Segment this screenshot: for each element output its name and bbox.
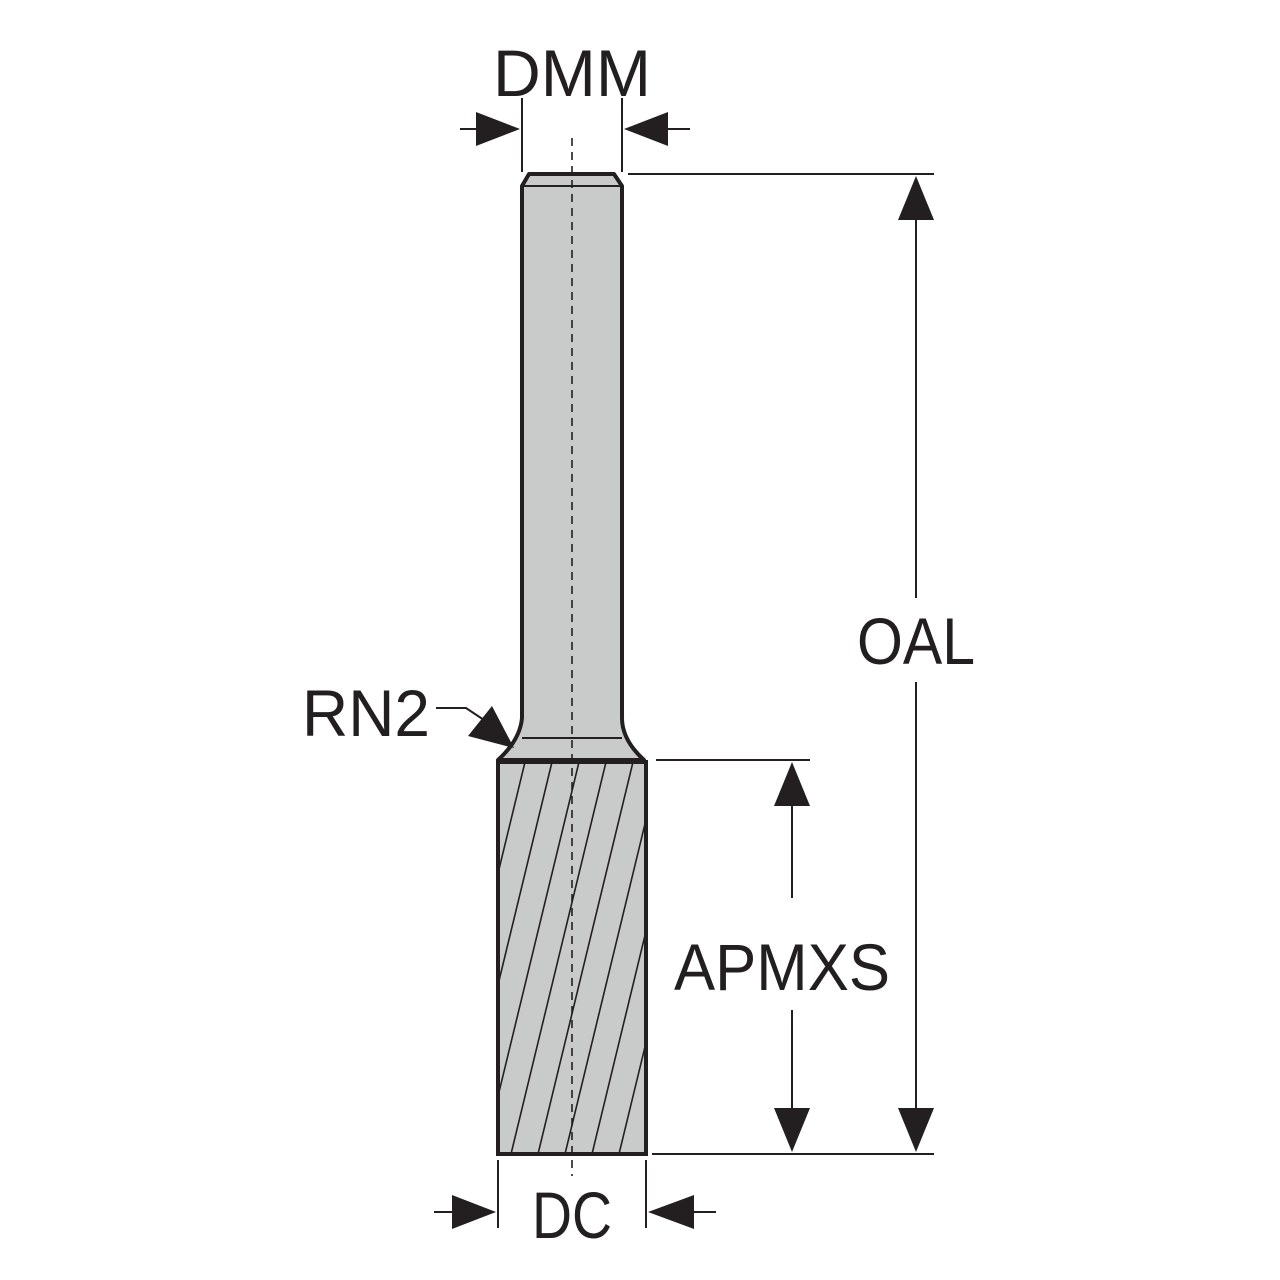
dmm-arrow-left (476, 112, 520, 146)
flute-line (498, 762, 553, 989)
flute-line (591, 927, 646, 1154)
dmm-arrow-right (624, 112, 668, 146)
flute-line (537, 762, 634, 1154)
apmxs-arrow-top (774, 762, 810, 806)
oal-dimension (628, 173, 934, 1155)
dc-arrow-left (452, 1195, 496, 1229)
dc-dimension (434, 1160, 716, 1229)
shank (496, 172, 646, 762)
apmxs-dimension (656, 759, 810, 1152)
flute-line (510, 762, 607, 1154)
rn2-callout (436, 706, 514, 748)
tool-body (496, 138, 648, 1176)
flute-line (618, 1039, 646, 1154)
oal-arrow-top (898, 176, 934, 220)
oal-label: OAL (857, 604, 975, 678)
dmm-label: DMM (493, 36, 651, 110)
apmxs-label: APMXS (674, 930, 890, 1004)
flute-line (498, 762, 526, 877)
dmm-dimension (460, 98, 690, 172)
apmxs-arrow-bottom (774, 1108, 810, 1152)
rn2-label: RN2 (302, 676, 430, 750)
oal-arrow-bottom (898, 1108, 934, 1152)
rn2-arrow (468, 706, 514, 748)
dc-label: DC (532, 1178, 612, 1252)
dc-arrow-right (648, 1195, 694, 1229)
